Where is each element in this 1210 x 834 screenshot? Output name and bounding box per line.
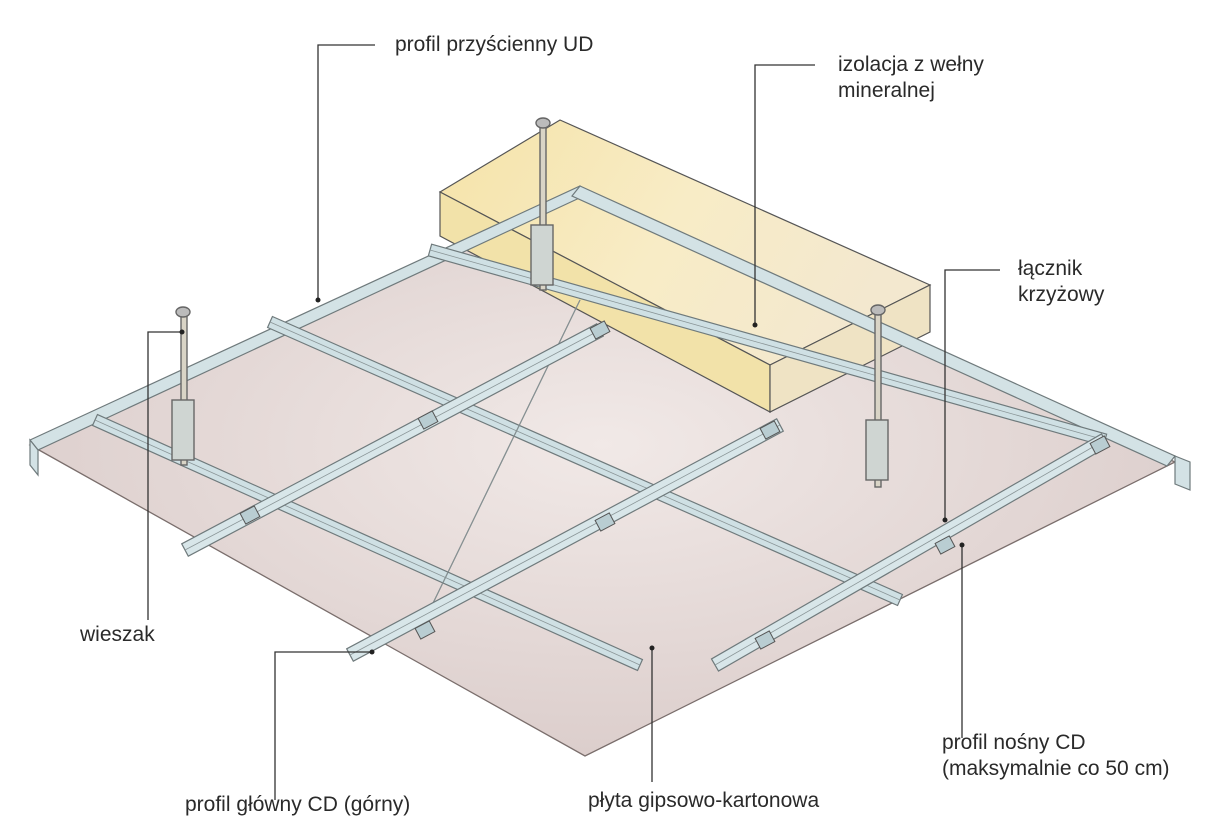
leader-insulation bbox=[754, 64, 815, 325]
cross-connector-3 bbox=[589, 320, 611, 340]
main-profile-2-ridge bbox=[349, 424, 781, 656]
label-plasterboard: płyta gipsowo-kartonowa bbox=[588, 788, 819, 814]
label-main-profile: profil główny CD (górny) bbox=[185, 792, 410, 818]
carrier-profile-2-ridge bbox=[269, 321, 901, 601]
label-ud-profile-text: profil przyścienny UD bbox=[395, 33, 594, 56]
label-ud-profile: profil przyścienny UD bbox=[395, 32, 593, 58]
label-carrier-profile-line2: (maksymalnie co 50 cm) bbox=[942, 757, 1170, 780]
hanger-middle bbox=[530, 117, 554, 291]
label-carrier-profile: profil nośny CD (maksymalnie co 50 cm) bbox=[942, 730, 1170, 782]
label-insulation: izolacja z wełny mineralnej bbox=[838, 52, 984, 104]
cross-connector-5 bbox=[594, 512, 616, 532]
hanger-left bbox=[171, 306, 195, 466]
cross-connector-2 bbox=[417, 410, 439, 430]
label-hanger: wieszak bbox=[80, 622, 155, 648]
leader-dots bbox=[179, 297, 965, 655]
label-main-profile-text: profil główny CD (górny) bbox=[185, 793, 411, 816]
label-cross-connector: łącznik krzyżowy bbox=[1018, 256, 1104, 308]
hangers bbox=[171, 117, 889, 488]
label-insulation-line2: mineralnej bbox=[838, 79, 935, 102]
cross-connector-7 bbox=[754, 630, 776, 650]
cross-connector-6 bbox=[759, 420, 781, 440]
cross-connector-8 bbox=[934, 535, 956, 555]
leader-hanger bbox=[147, 331, 182, 620]
label-insulation-line1: izolacja z wełny bbox=[838, 53, 984, 76]
leader-ud-profile bbox=[317, 44, 375, 300]
main-profile-3-ridge bbox=[714, 439, 1106, 666]
cross-connector-9 bbox=[1089, 435, 1111, 455]
cross-connector-1 bbox=[239, 505, 261, 525]
label-cross-connector-line2: krzyżowy bbox=[1018, 283, 1105, 306]
label-cross-connector-line1: łącznik bbox=[1018, 257, 1083, 280]
label-carrier-profile-line1: profil nośny CD bbox=[942, 731, 1086, 754]
leader-lines bbox=[147, 44, 1000, 800]
cross-connector-4 bbox=[414, 620, 436, 640]
leader-cross-connector bbox=[944, 269, 1000, 520]
label-plasterboard-text: płyta gipsowo-kartonowa bbox=[588, 789, 820, 812]
label-hanger-text: wieszak bbox=[80, 623, 155, 646]
hanger-right bbox=[865, 304, 889, 488]
main-cd-profiles bbox=[180, 323, 1110, 672]
leader-main-profile bbox=[274, 651, 372, 800]
cross-connectors bbox=[239, 320, 1111, 650]
carrier-cd-profiles bbox=[91, 243, 1108, 672]
